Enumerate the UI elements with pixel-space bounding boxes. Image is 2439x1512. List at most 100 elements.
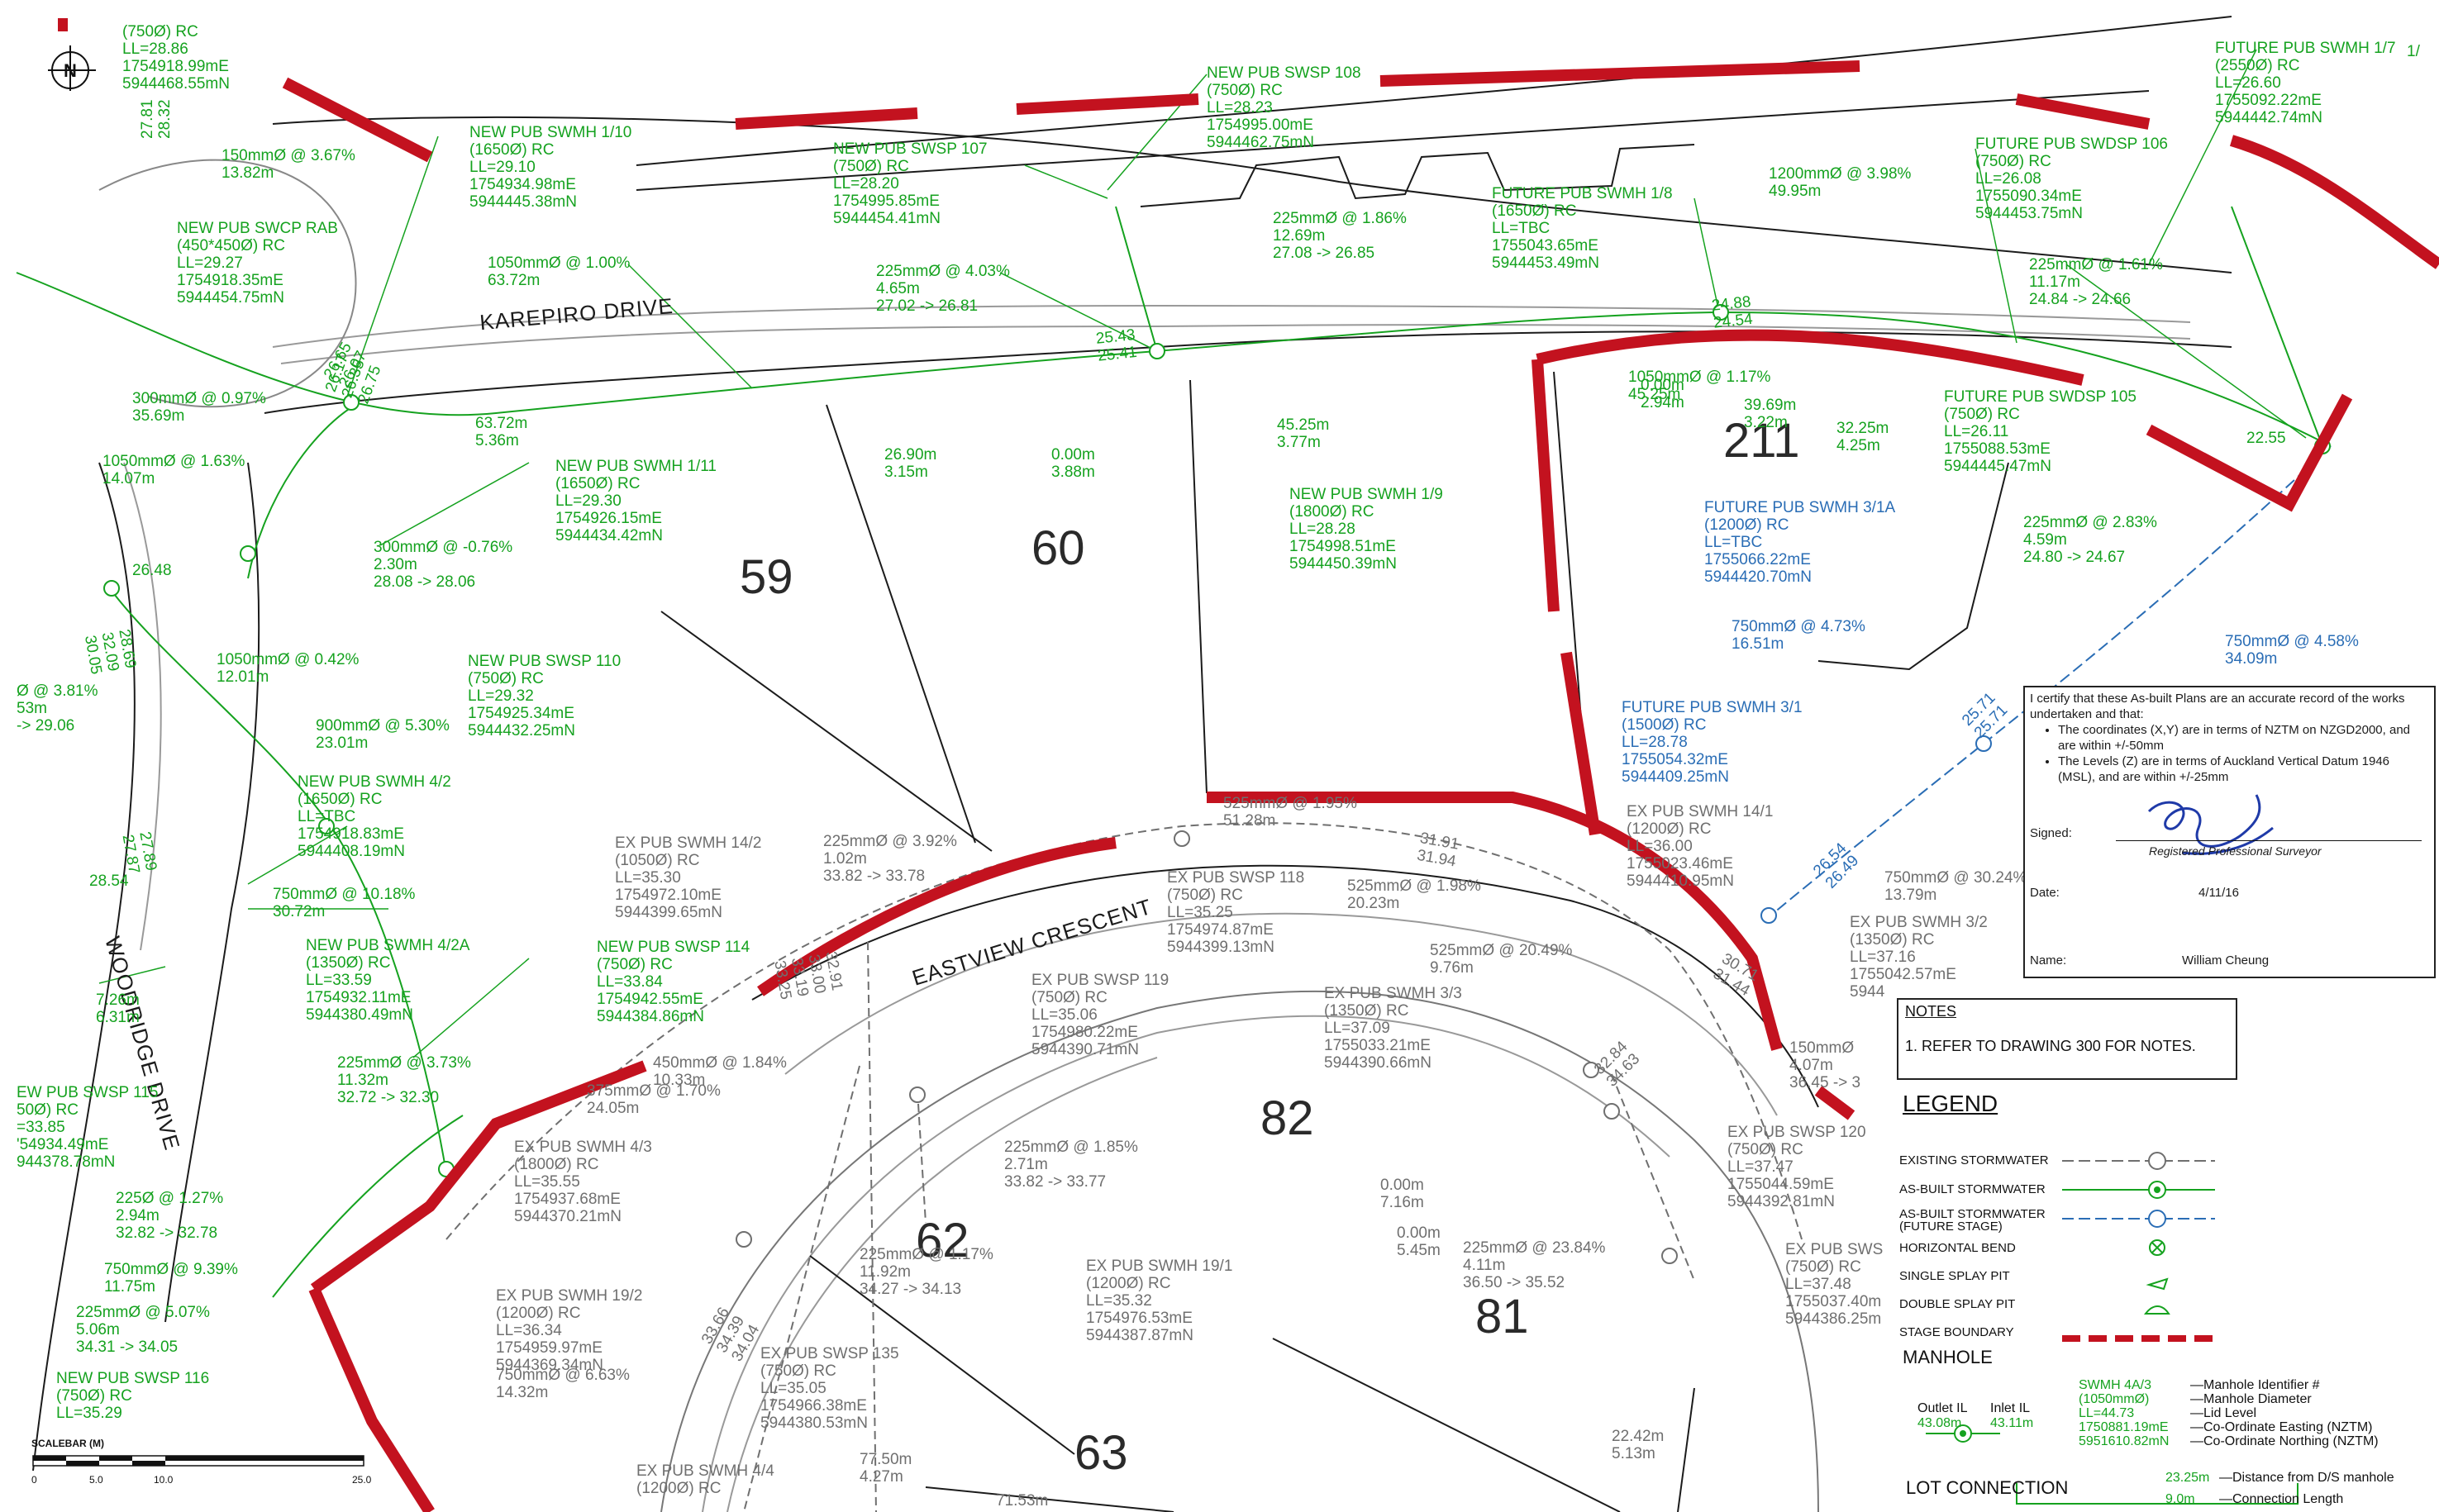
callout-line: 33.82 -> 33.77	[1004, 1173, 1107, 1191]
callout-line: 7.16m	[1380, 1194, 1424, 1211]
callout-line: 5944387.87mN	[1086, 1327, 1193, 1344]
callout-line: 1755088.53mE	[1944, 440, 2051, 458]
callout-line: (1200Ø) RC	[636, 1480, 722, 1497]
callout-line: 9.76m	[1430, 959, 1474, 977]
callout-line: 28.32	[156, 99, 174, 139]
callout-line: 1050mmØ @ 1.17%	[1628, 368, 1771, 386]
callout-line: 0.00m	[1051, 446, 1095, 464]
callout-line: 5944453.75mN	[1975, 205, 2083, 222]
callout-line: 944378.78mN	[17, 1153, 116, 1171]
scalebar-tick-25: 25.0	[352, 1474, 372, 1486]
existing-manhole-5	[736, 1231, 752, 1248]
callout-t57: 525mmØ @ 1.95%51.28m	[1223, 795, 1357, 830]
callout-line: NEW PUB SWMH 1/11	[555, 458, 717, 475]
lot-boundary-81-82	[1272, 1338, 1621, 1512]
lot-boundary-59-60	[826, 404, 976, 844]
legend-lc-length-label: —Connection Length	[2219, 1492, 2344, 1506]
callout-line: LL=26.60	[2215, 74, 2281, 92]
callout-line: 24.84 -> 24.66	[2029, 291, 2132, 308]
signature	[2147, 794, 2274, 855]
callout-line: 1754974.87mE	[1167, 921, 1274, 939]
callout-line: 5944390.66mN	[1324, 1054, 1431, 1072]
callout-line: 5944445.47mN	[1944, 458, 2051, 475]
callout-line: 5944370.21mN	[514, 1208, 622, 1225]
asbuilt-manhole-6	[318, 818, 335, 834]
callout-line: '54934.49mE	[17, 1136, 109, 1153]
scalebar-tick-5: 5.0	[89, 1474, 103, 1486]
callout-line: 63.72m	[475, 415, 528, 432]
callout-line: 300mmØ @ 0.97%	[132, 390, 266, 407]
callout-line: 225mmØ @ 1.61%	[2029, 256, 2163, 273]
callout-line: 63.72m	[488, 272, 541, 289]
stage-boundary-north-1	[282, 77, 433, 163]
callout-line: 32.25m	[1836, 420, 1889, 437]
callout-line: 225mmØ @ 3.73%	[337, 1054, 471, 1072]
callout-line: LL=TBC	[298, 808, 356, 825]
callout-line: (1650Ø) RC	[298, 791, 383, 808]
callout-line: LL=TBC	[1492, 220, 1551, 237]
callout-line: 525mmØ @ 20.49%	[1430, 942, 1573, 959]
callout-t07: 1050mmØ @ 1.00%63.72m	[488, 254, 630, 289]
notes-box: NOTES 1. REFER TO DRAWING 300 FOR NOTES.	[1897, 998, 2237, 1080]
callout-line: LL=36.34	[496, 1322, 562, 1339]
leader-9	[2065, 264, 2307, 439]
karepiro-kerb-2	[280, 324, 2191, 364]
karepiro-kerb-1	[272, 304, 2191, 348]
callout-line: FUTURE PUB SWMH 3/1A	[1704, 499, 1896, 516]
callout-line: 71.53m	[996, 1492, 1049, 1510]
callout-line: 1755043.65mE	[1492, 237, 1598, 254]
callout-line: NEW PUB SWSP 110	[468, 653, 622, 670]
callout-line: 26.90m	[884, 446, 937, 464]
callout-line: 1755090.34mE	[1975, 188, 2082, 205]
callout-line: 1754972.10mE	[615, 887, 722, 904]
callout-line: LL=35.55	[514, 1173, 580, 1191]
leader-5	[999, 272, 1158, 352]
legend-mh-northing: 5951610.82mN	[2079, 1434, 2170, 1448]
notes-title: NOTES	[1905, 1003, 1957, 1020]
asbuilt-lead-2	[1115, 206, 1158, 352]
callout-t64: 525mmØ @ 1.98%20.23m	[1347, 877, 1481, 912]
callout-line: NEW PUB SWCP RAB	[177, 220, 338, 237]
callout-line: 1755066.22mE	[1704, 551, 1811, 568]
lot-boundary-63	[925, 1486, 1174, 1512]
callout-line: (750Ø) RC	[1785, 1258, 1861, 1276]
callout-line: LL=28.23	[1207, 99, 1273, 116]
callout-line: 1.02m	[823, 850, 867, 868]
stage-boundary-lot211	[1536, 329, 2084, 386]
legend-outlet-value: 43.08m	[1917, 1416, 1962, 1430]
woodridge-kerb	[123, 462, 162, 951]
callout-t70: 450mmØ @ 1.84%10.33m	[653, 1054, 787, 1089]
callout-t53: 750mmØ @ 4.58%34.09m	[2225, 633, 2359, 668]
legend-lc-length-value: 9.0m	[2165, 1492, 2195, 1506]
callout-line: 1754976.53mE	[1086, 1310, 1193, 1327]
callout-line: 5944392.81mN	[1727, 1193, 1835, 1210]
callout-line: 34.31 -> 34.05	[76, 1338, 179, 1356]
callout-line: EX PUB SWMH 3/2	[1850, 914, 1988, 931]
stage-boundary-south-1	[310, 1060, 647, 1294]
existing-manhole-1	[1174, 830, 1190, 847]
callout-line: =33.85	[17, 1119, 65, 1136]
callout-line: 5.45m	[1397, 1242, 1441, 1259]
callout-line: 4.65m	[876, 280, 920, 297]
callout-t85: EX PUB SWMH 4/4(1200Ø) RC	[636, 1462, 774, 1497]
legend: LEGEND EXISTING STORMWATER AS-BUILT STOR…	[1893, 1082, 2438, 1512]
legend-future-mh	[2148, 1210, 2166, 1228]
callout-line: 16.51m	[1732, 635, 1784, 653]
callout-line: (1350Ø) RC	[1850, 931, 1935, 949]
callout-line: NEW PUB SWSP 114	[597, 939, 750, 956]
certificate-bullets: The coordinates (X,Y) are in terms of NZ…	[2030, 722, 2427, 785]
